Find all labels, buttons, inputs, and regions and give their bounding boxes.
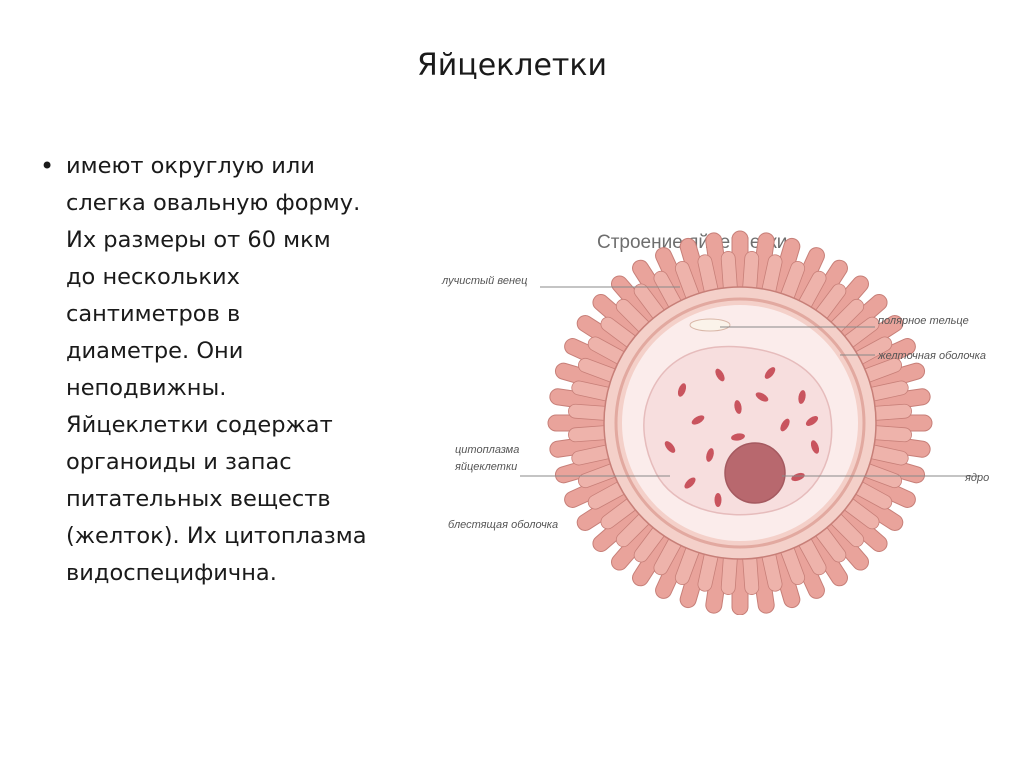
label-zona-pellucida: блестящая оболочка [448, 519, 558, 531]
corona-radiata [547, 230, 933, 615]
label-cytoplasm-line2: яйцеклетки [454, 461, 517, 473]
organelles [664, 367, 820, 507]
label-vitelline-membrane: желточная оболочка [877, 350, 986, 362]
nucleus-membrane [724, 442, 786, 504]
organelle [791, 472, 805, 482]
organelle [780, 418, 790, 432]
egg-cell-diagram: Строение яйцеклетки лучистый венец поляр… [420, 215, 1024, 615]
organelle [677, 383, 687, 397]
organelle [664, 441, 676, 453]
leader-lines [520, 286, 980, 477]
slide-title: Яйцеклетки [416, 48, 608, 83]
bullet-dot-icon: • [40, 152, 55, 180]
organelle [715, 368, 725, 382]
label-cytoplasm-line1: цитоплазма [455, 444, 519, 456]
organelle [755, 392, 769, 402]
organelle [691, 415, 705, 425]
organelle [798, 390, 806, 404]
organelle [684, 477, 696, 489]
organelle [810, 440, 820, 454]
organelle [805, 416, 819, 426]
nucleus [725, 443, 785, 503]
polar-body [689, 318, 731, 332]
organelle [706, 448, 714, 462]
organelle [764, 367, 776, 379]
organelle [714, 493, 722, 507]
label-nucleus: ядро [964, 472, 989, 484]
label-polar-body: полярное тельце [878, 315, 969, 327]
label-corona: лучистый венец [441, 275, 527, 287]
zona-inner-band [614, 297, 866, 549]
organelle [731, 433, 745, 441]
bullet-text: имеют округлую или слегка овальную форму… [66, 153, 367, 586]
organelle [734, 400, 742, 414]
